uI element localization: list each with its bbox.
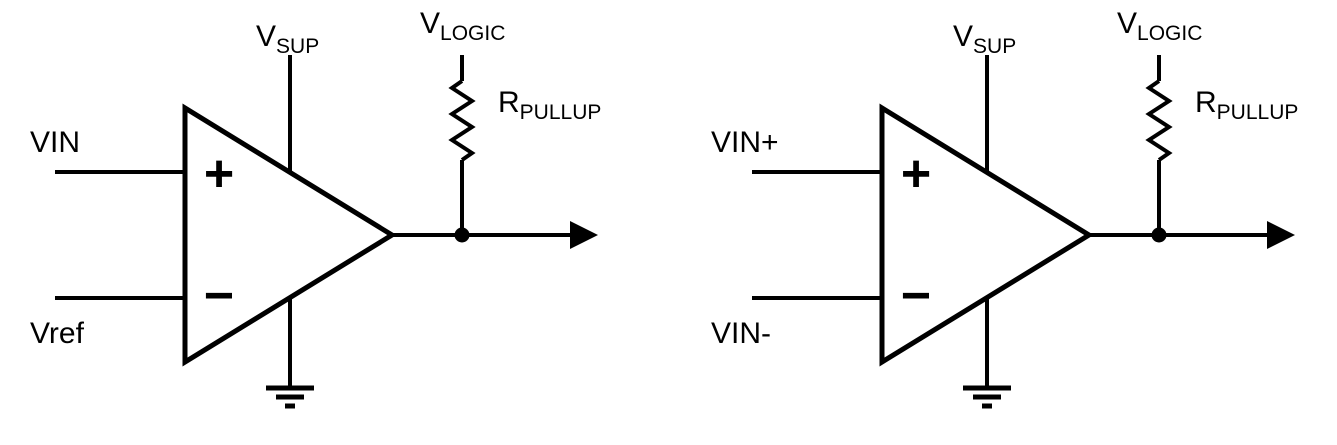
input-plus-label: VIN+	[711, 126, 779, 159]
pullup-label-main: R	[498, 86, 520, 119]
output-arrow-icon	[1267, 221, 1295, 249]
pullup-label-main: R	[1195, 86, 1217, 119]
supply-label-main: V	[256, 20, 276, 53]
logic-label-sub: LOGIC	[1137, 22, 1202, 45]
minus-input-symbol: −	[901, 267, 931, 325]
logic-label-main: V	[1117, 7, 1137, 40]
input-plus-label: VIN	[30, 126, 80, 159]
supply-label: VSUP	[256, 20, 319, 58]
ground-symbol-icon	[266, 385, 314, 409]
pullup-resistor-icon	[1145, 79, 1173, 162]
comparator-triangle	[182, 103, 397, 367]
pullup-resistor-label: RPULLUP	[1195, 86, 1298, 124]
pullup-resistor-label: RPULLUP	[498, 86, 601, 124]
pullup-label-sub: PULLUP	[1217, 101, 1299, 124]
pullup-resistor-icon	[448, 79, 476, 162]
input-minus-label: VIN-	[711, 317, 771, 350]
comparator-triangle	[879, 103, 1094, 367]
supply-label-sub: SUP	[973, 35, 1016, 58]
logic-label-sub: LOGIC	[440, 22, 505, 45]
logic-supply-label: VLOGIC	[420, 7, 505, 45]
plus-input-symbol: +	[204, 145, 234, 203]
input-minus-label: Vref	[30, 317, 85, 350]
supply-label-main: V	[953, 20, 973, 53]
logic-label-main: V	[420, 7, 440, 40]
supply-label: VSUP	[953, 20, 1016, 58]
pullup-label-sub: PULLUP	[520, 101, 602, 124]
supply-label-sub: SUP	[276, 35, 319, 58]
circuit-differential: + − VIN+ VIN- VSUP VLOGIC RPULLUP	[711, 7, 1298, 409]
ground-symbol-icon	[963, 385, 1011, 409]
logic-supply-label: VLOGIC	[1117, 7, 1202, 45]
plus-input-symbol: +	[901, 145, 931, 203]
circuit-single-ended: + − VIN Vref VSUP VLOGIC RPULLUP	[30, 7, 601, 409]
output-arrow-icon	[570, 221, 598, 249]
minus-input-symbol: −	[204, 267, 234, 325]
